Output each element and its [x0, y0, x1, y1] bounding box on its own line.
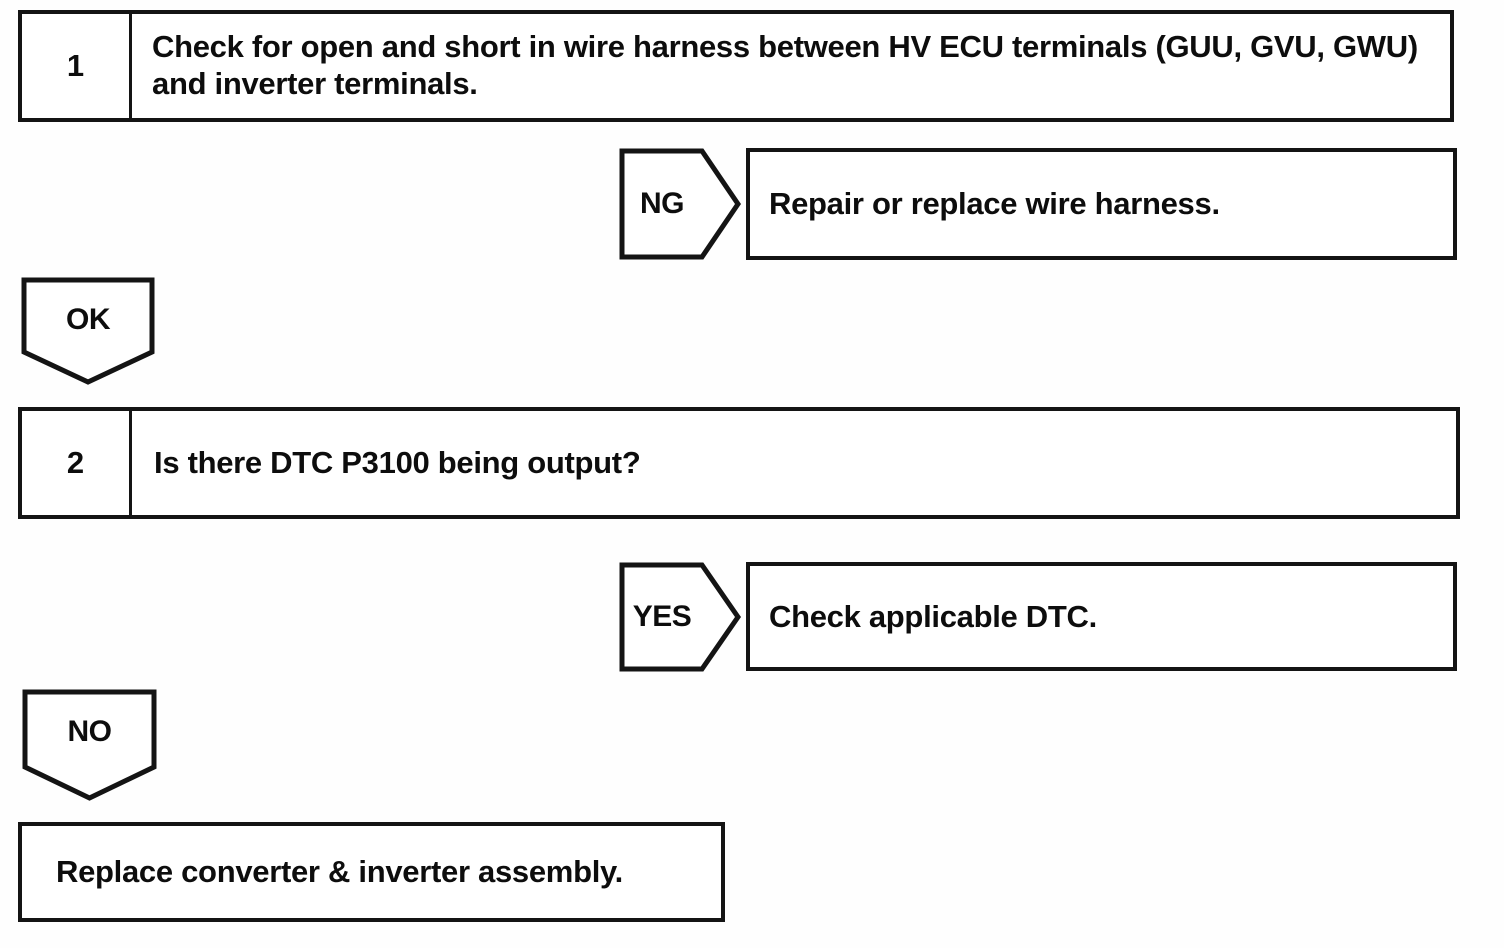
step-1-number: 1	[22, 14, 132, 118]
action-box-repair: Repair or replace wire harness.	[746, 148, 1457, 260]
step-2-number: 2	[22, 411, 132, 515]
step-1-box: 1 Check for open and short in wire harne…	[18, 10, 1454, 122]
action-box-final: Replace converter & inverter assembly.	[18, 822, 725, 922]
flow-connector-no: NO	[21, 688, 158, 802]
pentagon-right-icon	[619, 562, 741, 672]
branch-label-ng: NG	[640, 187, 685, 220]
step-2-box: 2 Is there DTC P3100 being output?	[18, 407, 1460, 519]
branch-connector-yes: YES	[619, 562, 741, 672]
flow-label-no: NO	[67, 715, 113, 748]
pentagon-right-icon	[619, 148, 741, 260]
action-box-check-dtc: Check applicable DTC.	[746, 562, 1457, 671]
action-text-repair: Repair or replace wire harness.	[769, 186, 1220, 221]
flow-label-ok: OK	[66, 303, 111, 336]
step-2-question: Is there DTC P3100 being output?	[154, 445, 641, 481]
step-1-question: Check for open and short in wire harness…	[152, 29, 1418, 102]
action-text-check-dtc: Check applicable DTC.	[769, 598, 1097, 634]
branch-label-yes: YES	[632, 600, 692, 633]
pentagon-down-icon	[22, 689, 157, 801]
action-text-final: Replace converter & inverter assembly.	[56, 854, 623, 889]
flow-connector-ok: OK	[20, 276, 156, 386]
branch-connector-ng: NG	[619, 148, 741, 260]
pentagon-down-icon	[21, 277, 155, 385]
